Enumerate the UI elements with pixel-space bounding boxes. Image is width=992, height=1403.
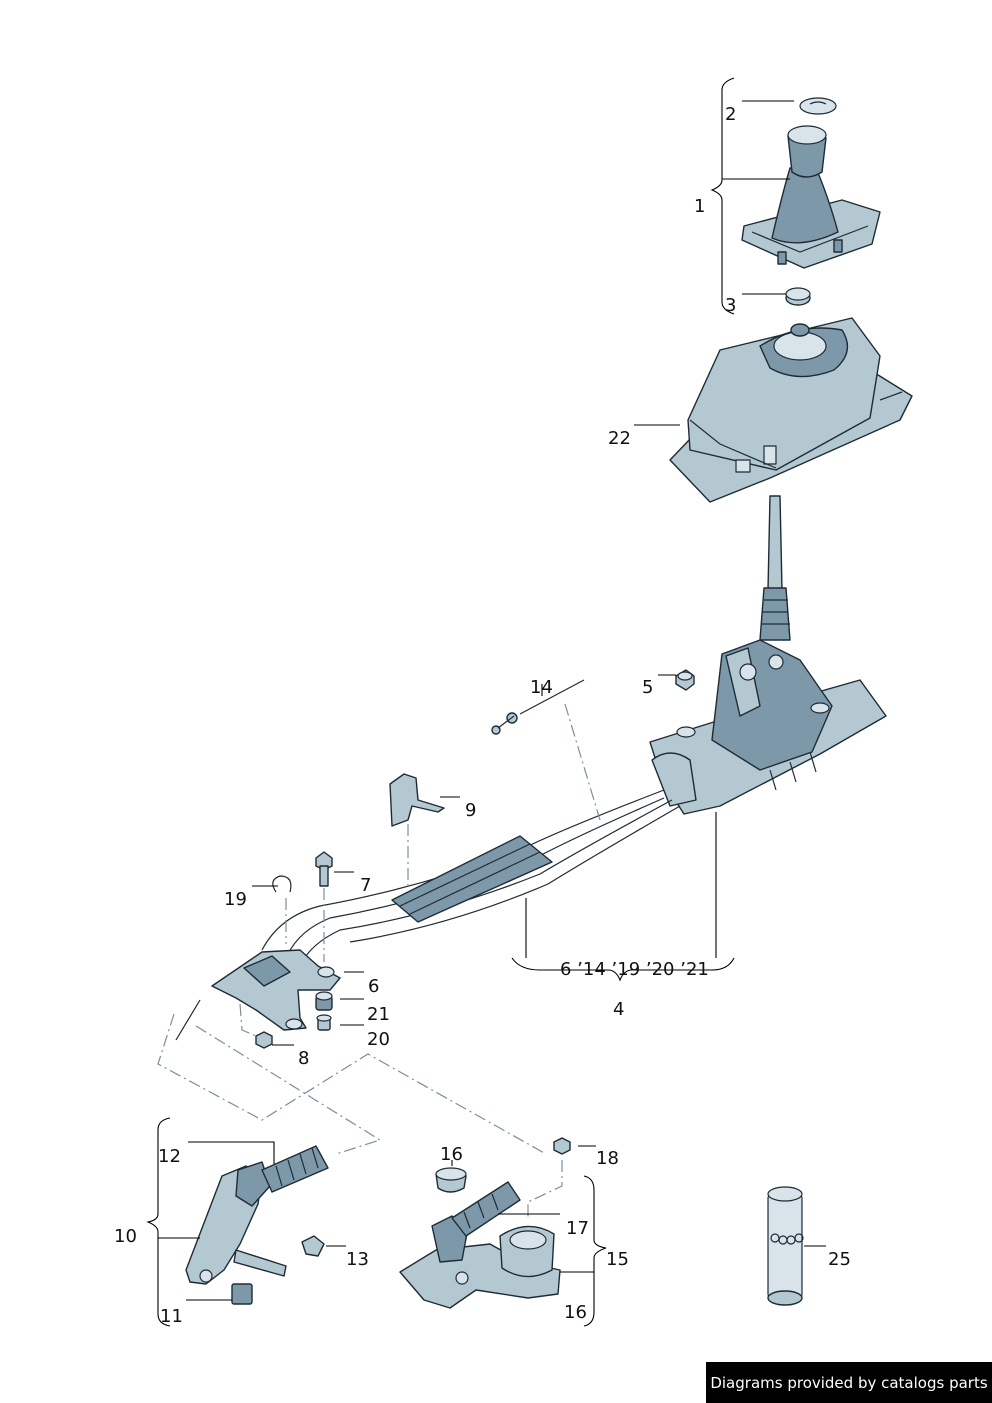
assembly-lines	[157, 703, 601, 1218]
callout-4: 4	[613, 999, 624, 1020]
cable-end-part-12	[261, 1145, 329, 1193]
clip-ring-part-3	[785, 287, 811, 306]
bushing-part-20	[316, 1014, 332, 1031]
callout-11: 11	[160, 1306, 183, 1327]
clip-part-11	[231, 1283, 253, 1305]
nut-part-8	[255, 1031, 273, 1049]
callout-2: 2	[725, 104, 736, 125]
nut-part-18	[553, 1137, 571, 1155]
grease-tube-part-25	[767, 1186, 804, 1306]
callout-16-top: 16	[440, 1144, 463, 1165]
callout-5: 5	[642, 677, 653, 698]
callout-20: 20	[367, 1029, 390, 1050]
selector-lever-part-10	[185, 1161, 287, 1285]
callout-13: 13	[346, 1249, 369, 1270]
callout-6: 6	[368, 976, 379, 997]
shift-mechanism-part-4	[649, 639, 887, 815]
callout-7: 7	[360, 875, 371, 896]
cable-bracket-part-6	[175, 949, 341, 1041]
nut-part-5	[675, 669, 695, 691]
clip-part-13	[301, 1235, 325, 1257]
shift-rod	[759, 495, 791, 641]
callout-8: 8	[298, 1048, 309, 1069]
shift-cables	[261, 789, 681, 967]
callout-19: 19	[224, 889, 247, 910]
callout-4-group: 6 ’14 ’19 ’20 ’21	[560, 959, 709, 980]
circlip-part-19	[272, 875, 292, 893]
callout-25: 25	[828, 1249, 851, 1270]
bushing-part-16	[435, 1167, 467, 1193]
callout-3: 3	[725, 295, 736, 316]
cap-part-2	[799, 97, 837, 115]
callout-labels: 1 2 3 22 5 14 9 7 19 6 21 20 8 6 ’14 ’19…	[114, 104, 851, 1327]
bracket-part-9	[389, 773, 445, 827]
callout-14: 14	[530, 677, 553, 698]
callout-17: 17	[566, 1218, 589, 1239]
leader-lines	[146, 77, 826, 1327]
callout-22: 22	[608, 428, 631, 449]
callout-15: 15	[606, 1249, 629, 1270]
bushing-part-21	[315, 991, 333, 1011]
footer-credit: Diagrams provided by catalogs parts	[706, 1362, 992, 1403]
callout-16-bottom: 16	[564, 1302, 587, 1323]
callout-18: 18	[596, 1148, 619, 1169]
gear-knob-boot-part-1	[741, 125, 881, 269]
callout-10: 10	[114, 1226, 137, 1247]
callout-9: 9	[465, 800, 476, 821]
bolt-part-7	[315, 851, 333, 887]
cable-tie-part-14	[491, 679, 585, 735]
callout-21: 21	[367, 1004, 390, 1025]
gear-selector-part-15	[399, 1181, 561, 1309]
callout-12: 12	[158, 1146, 181, 1167]
callout-1: 1	[694, 196, 705, 217]
shift-housing-part-22	[669, 317, 913, 503]
